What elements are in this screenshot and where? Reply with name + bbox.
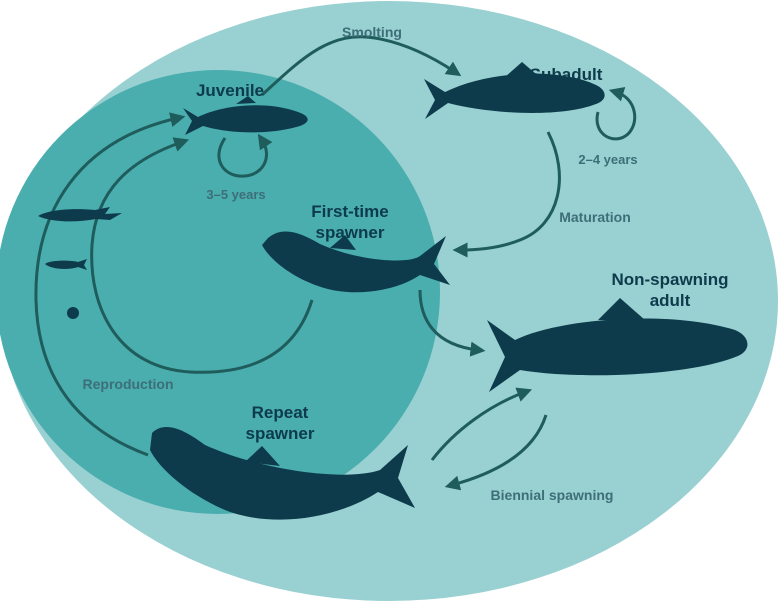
smolting-arrow xyxy=(260,35,462,97)
non-spawning-adult-label-line1: Non-spawning xyxy=(611,270,728,289)
alevin-icon xyxy=(45,259,87,270)
biennial-spawning-label: Biennial spawning xyxy=(491,487,614,503)
repeat-spawner-label-line1: Repeat xyxy=(252,403,309,422)
non-spawning-adult-label-line2: adult xyxy=(650,291,691,310)
biennial-down-arrow xyxy=(444,414,548,491)
juvenile-fish-icon xyxy=(183,105,308,135)
juvenile-loop-arrow xyxy=(217,133,273,178)
non-spawning-adult-fish-icon xyxy=(487,318,748,392)
subadult-loop-label: 2–4 years xyxy=(578,152,637,167)
subadult-fish-fin xyxy=(505,62,536,77)
juvenile-loop-label: 3–5 years xyxy=(206,187,265,202)
first-time-spawner-fin xyxy=(330,235,356,250)
first-time-spawner-label-line1: First-time xyxy=(311,202,388,221)
first-time-spawner-fish-icon xyxy=(262,231,450,293)
subadult-label: Subadult xyxy=(530,65,603,84)
repeat-spawner-fin xyxy=(245,446,280,466)
fry-icon xyxy=(38,207,122,222)
reproduction-outer-arrow xyxy=(34,112,186,457)
egg-icon xyxy=(67,307,79,319)
juvenile-label: Juvenile xyxy=(196,81,264,100)
subadult-loop-arrow xyxy=(595,86,637,141)
subadult-fish-icon xyxy=(424,73,605,119)
reproduction-label: Reproduction xyxy=(83,376,174,392)
reproduction-inner-arrow xyxy=(90,137,314,374)
maturation-label: Maturation xyxy=(559,209,631,225)
non-spawning-adult-fin xyxy=(598,298,645,320)
biennial-up-arrow xyxy=(430,387,533,461)
smolting-label: Smolting xyxy=(342,24,402,40)
juvenile-fish-fin xyxy=(236,96,256,104)
repeat-spawner-label-line2: spawner xyxy=(246,424,315,443)
maturation-arrow xyxy=(452,131,561,258)
repeat-spawner-fish-icon xyxy=(150,426,415,520)
inner-circle-background xyxy=(0,70,440,514)
first-time-spawner-label-line2: spawner xyxy=(316,223,385,242)
first-time-to-non-spawning-arrow xyxy=(418,289,486,357)
